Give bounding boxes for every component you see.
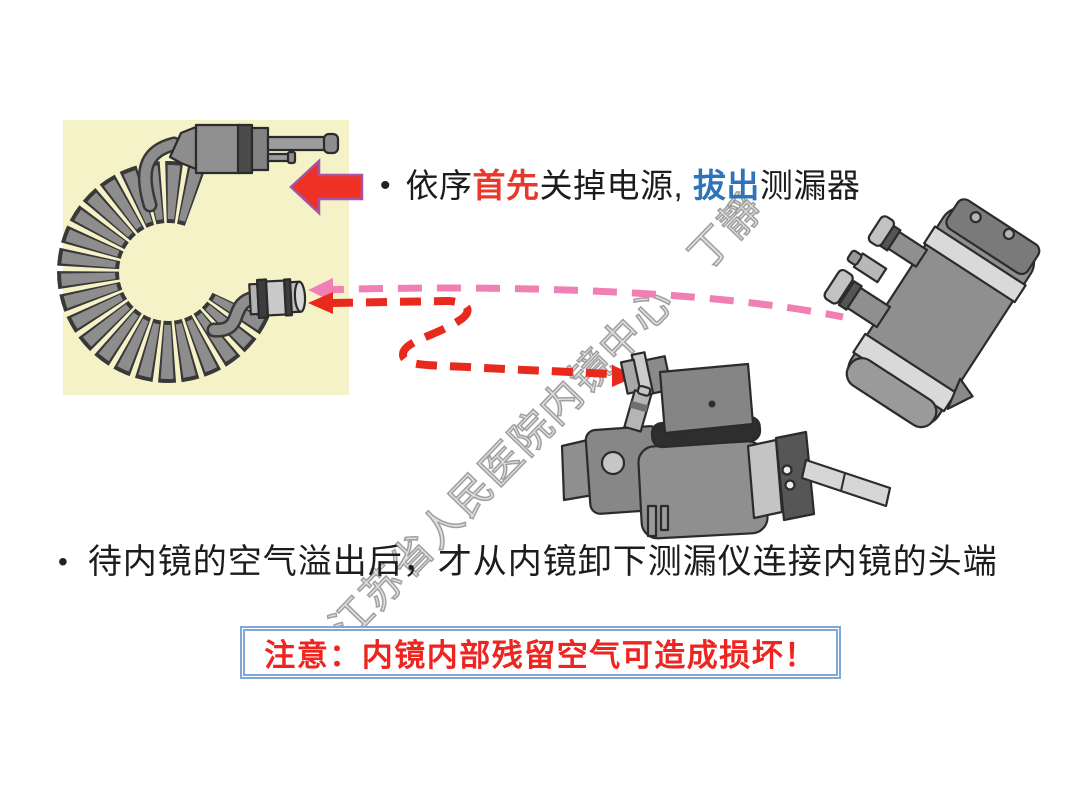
- text-segment-red: 首先: [472, 167, 540, 204]
- text-segment: 关掉电源,: [539, 167, 693, 204]
- leak-tester-illustration: [57, 123, 340, 383]
- red-arrowhead-left-icon: [308, 292, 333, 314]
- leak-tester-plug-icon: [168, 123, 340, 175]
- endoscope-connector-illustration: [823, 198, 1041, 429]
- bullet-second-text: 待内镜的空气溢出后，才从内镜卸下测漏仪连接内镜的头端: [87, 543, 998, 581]
- side-nozzle-icon: [846, 249, 888, 284]
- side-port-bottom-icon: [823, 268, 892, 329]
- text-segment: 依序: [405, 167, 473, 204]
- bullet-marker: •: [58, 546, 68, 577]
- note-text: 注意：内镜内部残留空气可造成损坏！: [264, 638, 817, 673]
- text-segment-blue: 拔出: [692, 167, 760, 204]
- air-nozzle-icon: [623, 384, 653, 433]
- red-dashed-line: [308, 292, 637, 387]
- bullet-first-text: 依序首先关掉电源, 拔出测漏器: [406, 163, 861, 209]
- coil-cable-icon: [57, 136, 269, 383]
- side-port-top-icon: [867, 215, 929, 268]
- bullet-second-step: • 待内镜的空气溢出后，才从内镜卸下测漏仪连接内镜的头端: [58, 538, 998, 586]
- pink-dashed-line: [308, 278, 844, 321]
- red-arrow-icon: [289, 158, 364, 216]
- note-box: 注意：内镜内部残留空气可造成损坏！: [240, 626, 841, 679]
- bullet-marker: •: [380, 169, 391, 202]
- text-segment: 测漏器: [759, 167, 861, 204]
- light-guide-connector-illustration: [560, 351, 892, 540]
- leak-tester-connector-icon: [248, 278, 307, 320]
- light-guide-rod-icon: [800, 458, 892, 508]
- bullet-first-step: • 依序首先关掉电源, 拔出测漏器: [380, 163, 860, 209]
